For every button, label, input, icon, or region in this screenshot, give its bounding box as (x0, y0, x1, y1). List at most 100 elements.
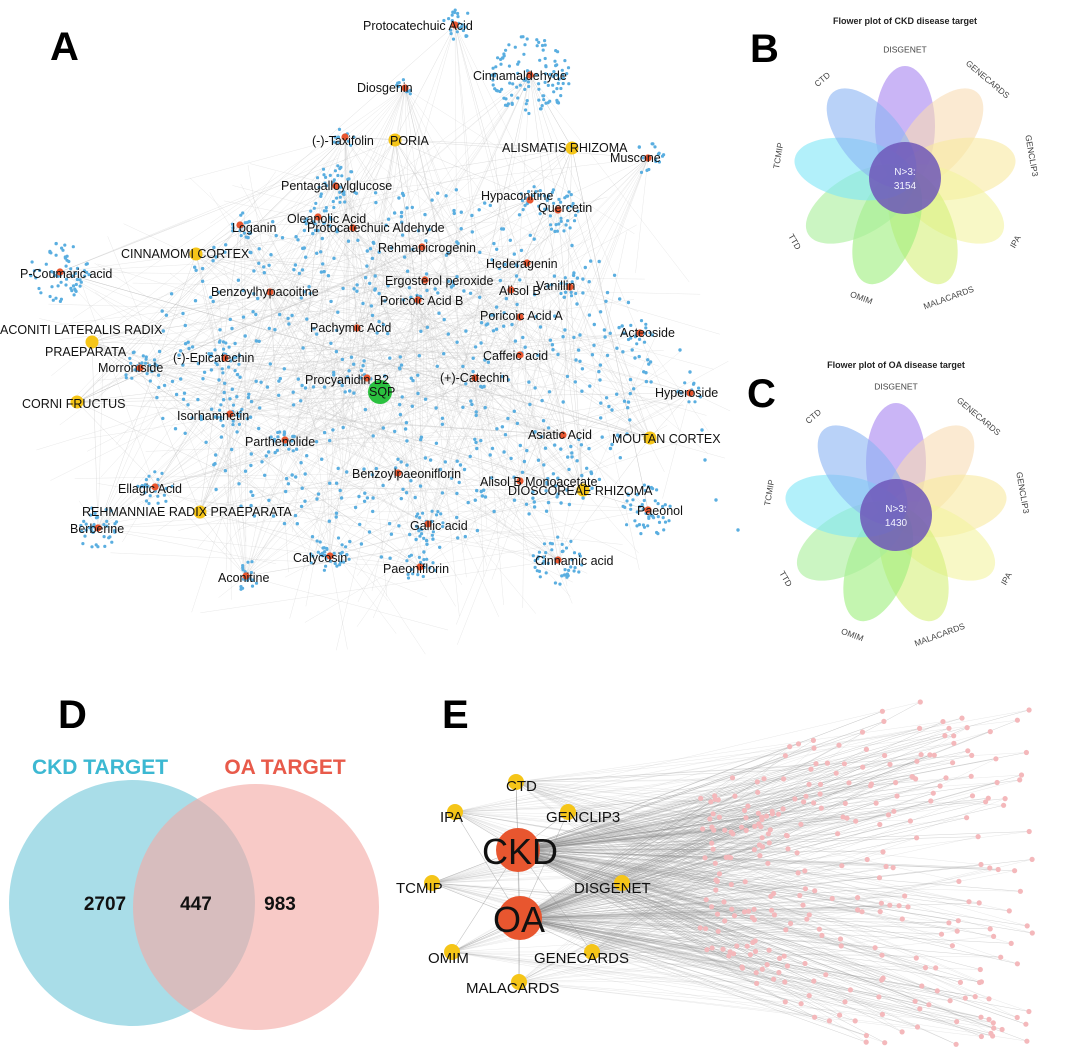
target-node (112, 529, 117, 533)
target-node (105, 524, 109, 528)
target-node (617, 325, 621, 330)
network-edge (218, 575, 247, 598)
target-node (524, 502, 529, 506)
target-node (140, 484, 144, 488)
target-node (370, 313, 375, 318)
target-node (359, 368, 364, 373)
target-node (416, 229, 421, 233)
target-node (235, 372, 240, 377)
target-node (399, 214, 404, 219)
target-node (48, 250, 52, 254)
target-node (744, 943, 750, 949)
compound-node (414, 296, 422, 304)
network-edge (417, 299, 637, 503)
target-node (392, 211, 397, 215)
network-edge (59, 157, 339, 273)
target-node (625, 432, 629, 436)
target-node (405, 463, 409, 467)
target-node (483, 405, 487, 410)
network-edge (335, 147, 573, 187)
target-node (656, 515, 660, 519)
network-edge (419, 543, 564, 568)
network-edge (269, 291, 495, 394)
network-edge (329, 404, 683, 557)
target-node (527, 189, 531, 194)
target-node (455, 459, 459, 463)
target-node (405, 559, 409, 563)
target-node (894, 793, 900, 799)
target-node (347, 177, 351, 181)
target-node (308, 291, 312, 296)
network-edge (454, 701, 921, 813)
target-node (145, 372, 149, 376)
network-edge (517, 849, 884, 853)
network-edge (310, 216, 319, 289)
target-node (438, 545, 442, 549)
target-node (250, 560, 254, 564)
target-node (570, 280, 574, 284)
network-edge (431, 846, 763, 884)
network-edge (36, 286, 571, 451)
network-edge (519, 795, 973, 919)
target-node (365, 249, 369, 253)
network-edge (567, 811, 714, 850)
target-node (544, 571, 548, 575)
target-node (726, 854, 732, 860)
compound-node (314, 213, 322, 221)
target-node (692, 381, 696, 385)
target-node (914, 1024, 921, 1030)
target-node (343, 390, 347, 394)
compound-label: Oleanolic Acid (287, 212, 366, 226)
target-node (1024, 1038, 1030, 1044)
target-node (357, 494, 361, 499)
target-node (348, 539, 352, 544)
network-edge (76, 401, 247, 577)
compound-label: Ellagic Acid (118, 482, 182, 496)
target-node (637, 337, 642, 341)
network-edge (567, 763, 817, 813)
target-node (644, 322, 648, 326)
target-node (349, 143, 353, 147)
target-node (551, 188, 556, 192)
network-edge (591, 951, 867, 1036)
target-node (556, 492, 560, 496)
target-node (267, 326, 271, 331)
target-node (233, 341, 237, 346)
network-edge (431, 826, 712, 884)
target-node (697, 386, 701, 390)
target-node (202, 370, 207, 374)
target-node (642, 498, 646, 503)
network-edge (356, 327, 584, 491)
network-edge (517, 849, 760, 856)
target-node (570, 455, 574, 459)
target-node (81, 542, 85, 546)
compound-node (516, 351, 524, 359)
target-node (890, 865, 896, 871)
network-edge (257, 246, 423, 357)
target-node (575, 459, 579, 463)
target-node (365, 264, 369, 268)
target-node (239, 213, 243, 217)
target-node (383, 374, 387, 378)
compound-label: Cinnamaldehyde (473, 69, 567, 83)
target-node (418, 484, 423, 488)
network-edge (224, 357, 651, 439)
target-node (956, 878, 962, 885)
network-edge (245, 575, 449, 631)
target-node (540, 43, 545, 48)
target-node (245, 417, 250, 421)
network-edge (519, 830, 747, 919)
network-edge (517, 849, 1010, 912)
target-node (558, 582, 562, 586)
target-node (419, 528, 424, 532)
network-edge (515, 781, 858, 911)
target-node (662, 153, 666, 157)
herb-label: MOUTAN CORTEX (612, 432, 721, 446)
target-node (305, 217, 309, 221)
target-node (455, 515, 459, 520)
target-node (583, 265, 587, 270)
target-node (312, 206, 316, 210)
target-node (975, 834, 981, 840)
target-node (475, 488, 479, 493)
network-edge (518, 980, 814, 983)
